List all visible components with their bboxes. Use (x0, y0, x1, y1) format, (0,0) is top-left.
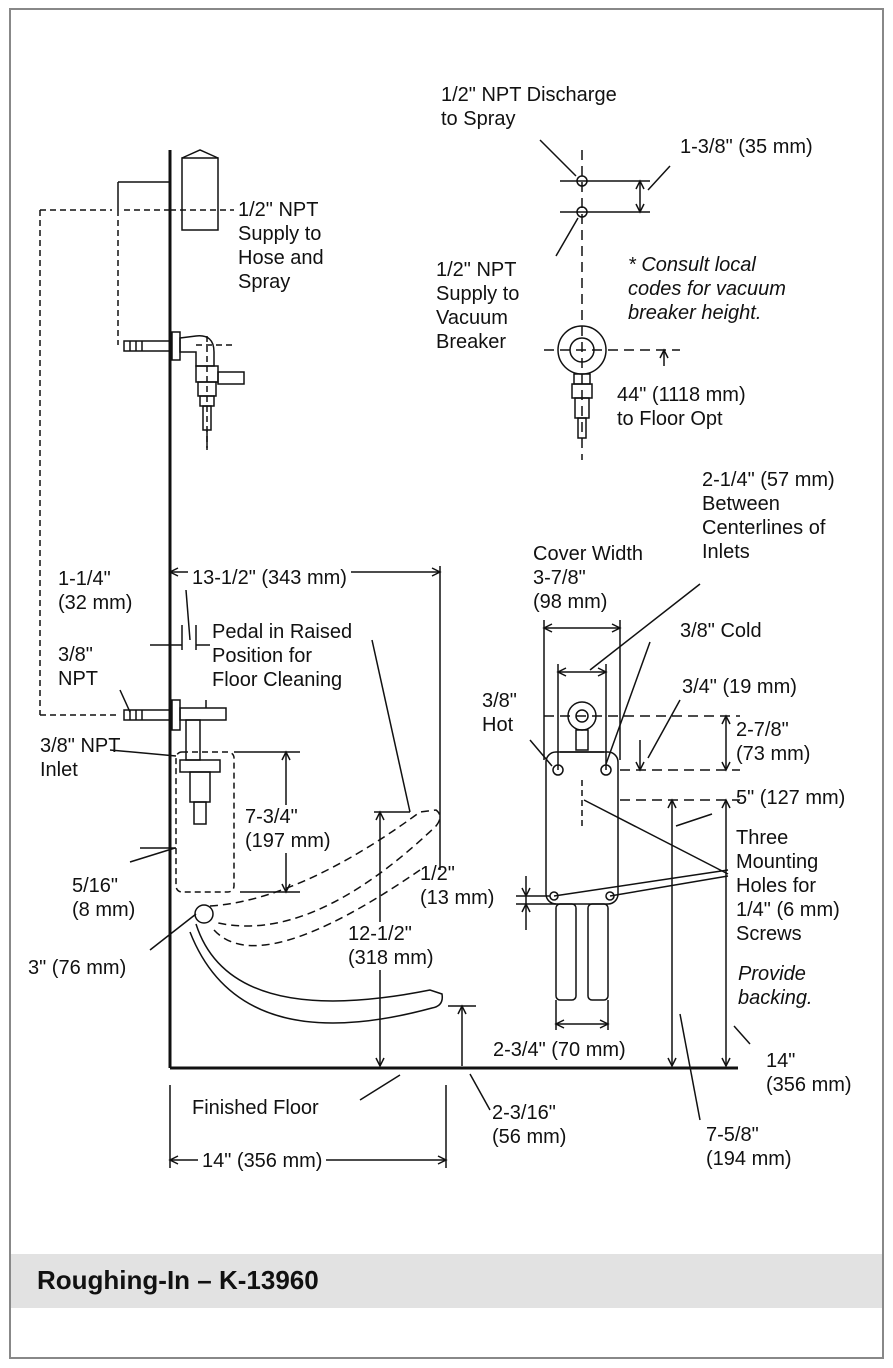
label-finished-floor: Finished Floor (192, 1097, 319, 1119)
label-cover-width: Cover Width 3-7/8" (98 mm) (533, 543, 644, 613)
label-dim-14-right: 14" (356 mm) (766, 1050, 852, 1096)
hose-supply-valve (123, 331, 245, 450)
label-provide-backing: Provide backing. (738, 963, 813, 1009)
label-3-8-npt: 3/8" NPT (58, 644, 98, 690)
label-dim-1-3-8: 1-3/8" (35 mm) (680, 136, 813, 158)
vacuum-breaker (539, 139, 680, 460)
label-3-8-hot: 3/8" Hot (482, 690, 517, 736)
label-dim-3: 3" (76 mm) (28, 957, 127, 979)
label-dim-13-1-2: 13-1/2" (343 mm) (188, 566, 351, 590)
label-dim-5: 5" (127 mm) (736, 787, 846, 809)
label-dim-2-3-16: 2-3/16" (56 mm) (492, 1102, 567, 1148)
label-three-mounting-holes: Three Mounting Holes for 1/4" (6 mm) Scr… (736, 827, 840, 945)
label-dim-7-3-4: 7-3/4" (197 mm) (245, 805, 331, 853)
label-dim-3-4: 3/4" (19 mm) (682, 676, 797, 698)
label-3-8-npt-inlet: 3/8" NPT Inlet (40, 735, 121, 781)
label-dim-2-7-8: 2-7/8" (73 mm) (736, 719, 811, 765)
label-dim-7-5-8: 7-5/8" (194 mm) (706, 1124, 792, 1170)
label-dim-1-1-4: 1-1/4" (32 mm) (58, 568, 133, 614)
label-supply-to-hose-and-spray: 1/2" NPT Supply to Hose and Spray (238, 199, 324, 293)
label-dim-1-2: 1/2" (13 mm) (420, 863, 495, 909)
upper-wall-fixture (39, 149, 234, 716)
label-dim-14-bottom: 14" (356 mm) (198, 1149, 327, 1173)
label-discharge-to-spray: 1/2" NPT Discharge to Spray (441, 84, 617, 130)
label-supply-to-vacuum-breaker: 1/2" NPT Supply to Vacuum Breaker (436, 259, 520, 353)
label-consult-local-codes: * Consult local codes for vacuum breaker… (628, 254, 786, 324)
label-dim-2-1-4-between-inlets: 2-1/4" (57 mm) Between Centerlines of In… (702, 469, 835, 563)
label-dim-12-1-2: 12-1/2" (318 mm) (348, 922, 434, 970)
label-3-8-cold: 3/8" Cold (680, 620, 762, 642)
page-title: Roughing-In – K-13960 (37, 1265, 319, 1295)
footer-title-bar: Roughing-In – K-13960 (11, 1254, 882, 1308)
label-pedal-raised-position: Pedal in Raised Position for Floor Clean… (212, 621, 353, 691)
pedal-valve-front-view (516, 583, 751, 1121)
label-dim-2-3-4: 2-3/4" (70 mm) (491, 1038, 628, 1062)
label-dim-44-to-floor: 44" (1118 mm) to Floor Opt (617, 384, 746, 430)
label-dim-5-16: 5/16" (8 mm) (72, 875, 136, 921)
